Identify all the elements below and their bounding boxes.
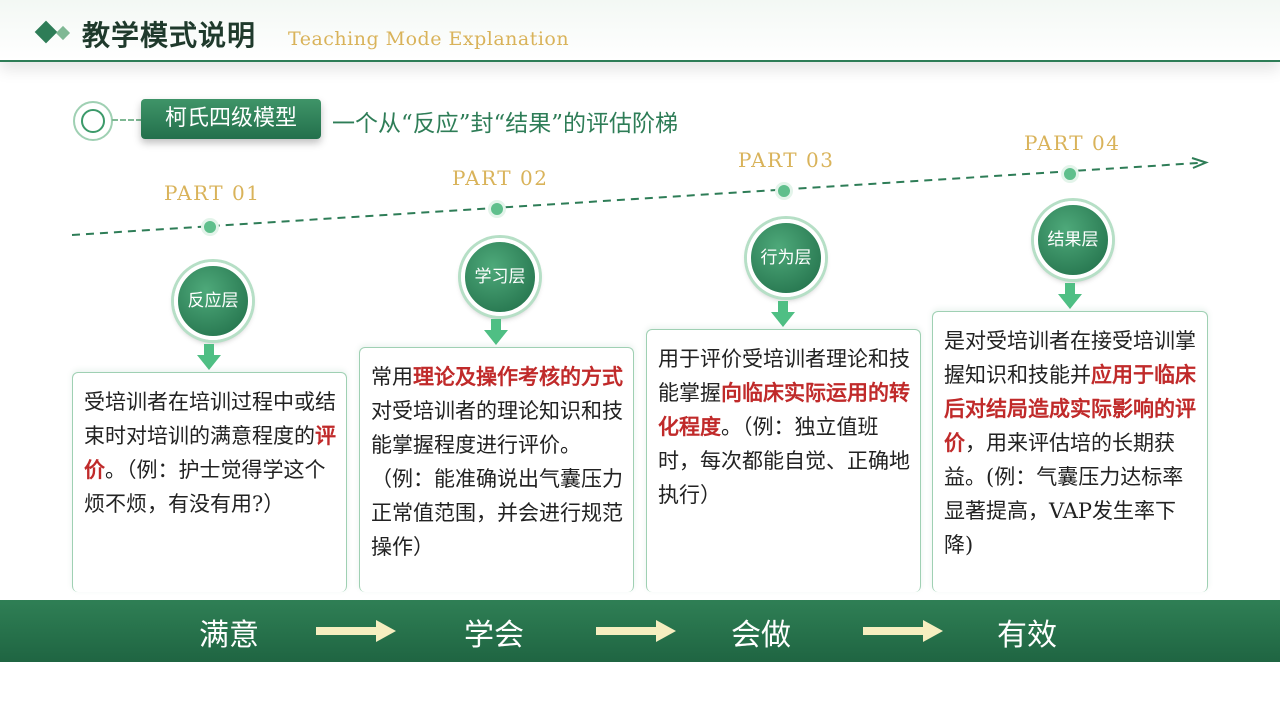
header-bar: 教学模式说明 Teaching Mode Explanation <box>0 0 1280 62</box>
right-arrow-icon <box>863 620 943 642</box>
card-text: 受培训者在培训过程中或结束时对培训的满意程度的 <box>84 390 336 448</box>
outcome-label: 学会 <box>464 618 524 653</box>
card-text: 常用 <box>371 365 413 389</box>
part-label: PART 04 <box>1024 131 1121 155</box>
arrow-down-icon <box>484 319 508 345</box>
page-subtitle: Teaching Mode Explanation <box>288 28 570 50</box>
target-core-icon <box>81 109 105 133</box>
card-highlight: 理论及操作考核的方式 <box>413 364 623 389</box>
card-text: 对受培训者的理论知识和技能掌握程度进行评价。（例：能准确说出气囊压力正常值范围，… <box>371 399 623 559</box>
part-label: PART 02 <box>452 166 549 190</box>
content-card: 常用理论及操作考核的方式对受培训者的理论知识和技能掌握程度进行评价。（例：能准确… <box>359 347 634 592</box>
right-arrow-icon <box>316 620 396 642</box>
card-highlight: 向临床实际运用的转化程度 <box>658 380 910 439</box>
content-card: 用于评价受培训者理论和技能掌握向临床实际运用的转化程度。（例：独立值班时，每次都… <box>646 329 921 592</box>
layer-badge-result: 结果层 <box>1034 201 1112 279</box>
timeline-dot <box>201 218 219 236</box>
part-label: PART 01 <box>164 181 261 205</box>
arrowhead-icon <box>1191 157 1209 169</box>
diamond-icon <box>34 20 58 44</box>
outcome-label: 有效 <box>997 618 1057 653</box>
timeline-dot <box>1061 165 1079 183</box>
arrow-down-icon <box>771 301 795 327</box>
timeline-dot <box>775 182 793 200</box>
timeline-dot <box>488 200 506 218</box>
content-card: 受培训者在培训过程中或结束时对培训的满意程度的评价。（例：护士觉得学这个烦不烦，… <box>72 372 347 592</box>
layer-badge-learning: 学习层 <box>461 238 539 316</box>
card-text: 用于评价受培训者理论和技能掌握 <box>658 347 910 405</box>
card-text: 是对受培训者在接受培训掌握知识和技能并 <box>944 329 1196 387</box>
card-text: ，用来评估培的长期获益。(例：气囊压力达标率显著提高，VAP发生率下降) <box>944 431 1184 557</box>
card-highlight: 评价 <box>84 423 336 482</box>
layer-badge-behavior: 行为层 <box>747 219 825 297</box>
outcome-label: 会做 <box>731 618 791 653</box>
layer-badge-reaction: 反应层 <box>174 262 252 340</box>
part-label: PART 03 <box>738 148 835 172</box>
connector-dash <box>112 119 142 121</box>
outcome-label: 满意 <box>199 618 259 653</box>
outcome-band: 满意 学会 会做 有效 <box>0 600 1280 662</box>
small-diamond-icon <box>55 25 71 41</box>
page-title: 教学模式说明 <box>82 19 257 52</box>
arrow-down-icon <box>1058 283 1082 309</box>
right-arrow-icon <box>596 620 676 642</box>
card-highlight: 应用于临床后对结局造成实际影响的评价 <box>944 362 1196 455</box>
content-card: 是对受培训者在接受培训掌握知识和技能并应用于临床后对结局造成实际影响的评价，用来… <box>932 311 1208 592</box>
arrow-down-icon <box>197 344 221 370</box>
model-description: 一个从“反应”封“结果”的评估阶梯 <box>332 111 679 137</box>
card-text: 。（例：护士觉得学这个烦不烦，有没有用?） <box>84 458 326 516</box>
model-name-badge: 柯氏四级模型 <box>141 99 321 139</box>
target-ring-icon <box>73 101 113 141</box>
card-text: 。（例：独立值班时，每次都能自觉、正确地执行） <box>658 415 910 507</box>
